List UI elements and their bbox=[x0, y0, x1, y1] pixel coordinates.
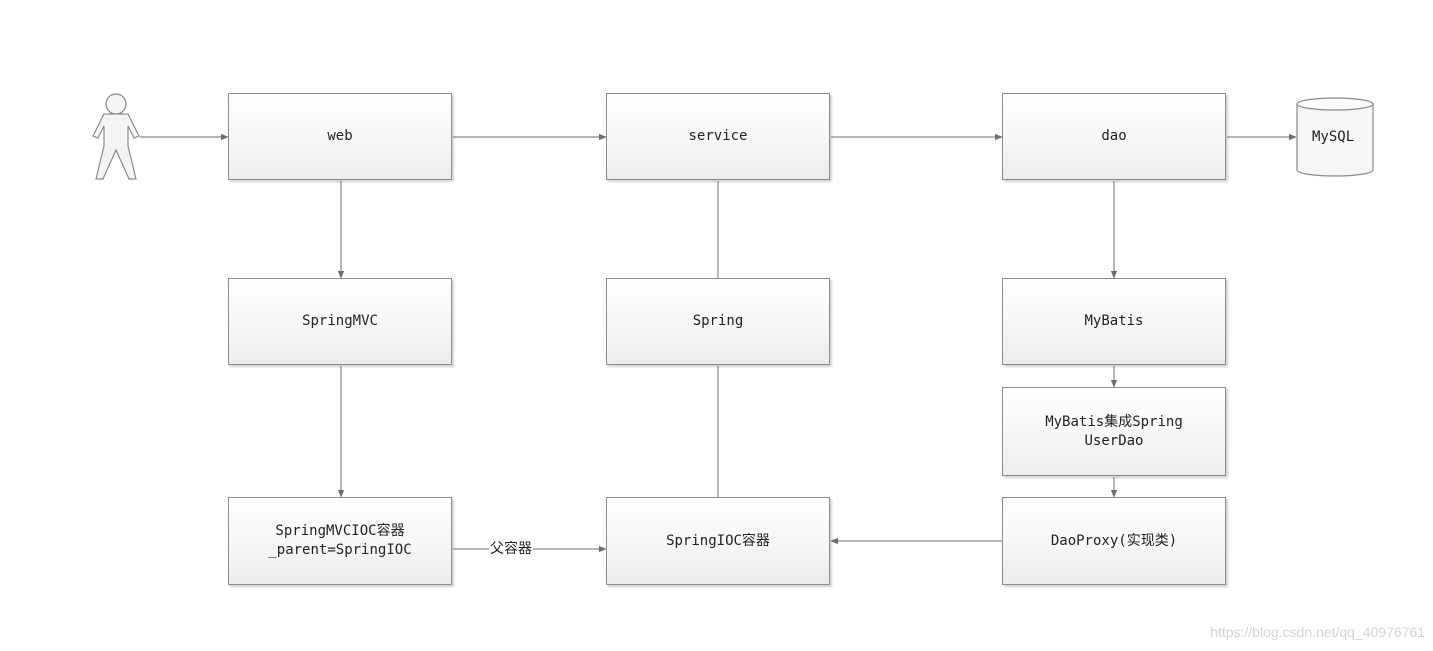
node-mybatis-label: MyBatis bbox=[1084, 313, 1144, 329]
parent-container-label: 父容器 bbox=[489, 540, 533, 558]
node-dao-proxy: DaoProxy(实现类) bbox=[1002, 497, 1226, 585]
node-mybatis-spring-line2: UserDao bbox=[1084, 432, 1144, 449]
node-spring-ioc: SpringIOC容器 bbox=[606, 497, 830, 585]
node-springmvc-label: SpringMVC bbox=[302, 313, 378, 329]
node-service-label: service bbox=[688, 128, 748, 144]
mysql-label: MySQL bbox=[1312, 129, 1355, 145]
node-web-label: web bbox=[327, 128, 353, 144]
node-spring-ioc-label: SpringIOC容器 bbox=[666, 532, 770, 549]
node-springmvc-ioc-line2: _parent=SpringIOC bbox=[268, 542, 412, 558]
database-cylinder-icon bbox=[1296, 97, 1374, 177]
node-dao-proxy-label: DaoProxy(实现类) bbox=[1050, 532, 1178, 549]
node-springmvc: SpringMVC bbox=[228, 278, 452, 365]
node-springmvc-ioc: SpringMVCIOC容器 _parent=SpringIOC bbox=[228, 497, 452, 585]
node-spring-label: Spring bbox=[692, 313, 744, 329]
node-spring: Spring bbox=[606, 278, 830, 365]
node-mybatis: MyBatis bbox=[1002, 278, 1226, 365]
user-actor-icon bbox=[92, 93, 140, 180]
node-dao-label: dao bbox=[1101, 128, 1127, 144]
node-mybatis-spring: MyBatis集成Spring UserDao bbox=[1002, 387, 1226, 476]
node-service: service bbox=[606, 93, 830, 180]
watermark-text: https://blog.csdn.net/qq_40976761 bbox=[1210, 624, 1425, 640]
node-web: web bbox=[228, 93, 452, 180]
node-mybatis-spring-line1: MyBatis集成Spring bbox=[1045, 413, 1183, 430]
node-springmvc-ioc-line1: SpringMVCIOC容器 bbox=[275, 523, 405, 539]
node-dao: dao bbox=[1002, 93, 1226, 180]
